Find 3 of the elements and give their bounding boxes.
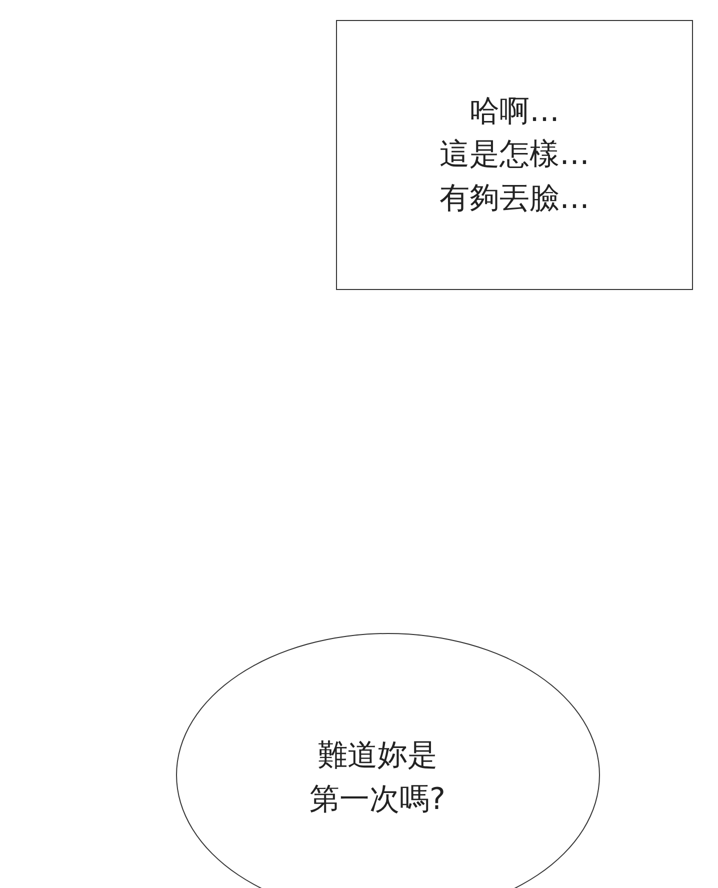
narration-text: 哈啊…這是怎樣…有夠丟臉…	[440, 92, 590, 218]
caption-box	[336, 20, 693, 290]
dialogue-text: 難道妳是第一次嗎?	[308, 737, 446, 818]
